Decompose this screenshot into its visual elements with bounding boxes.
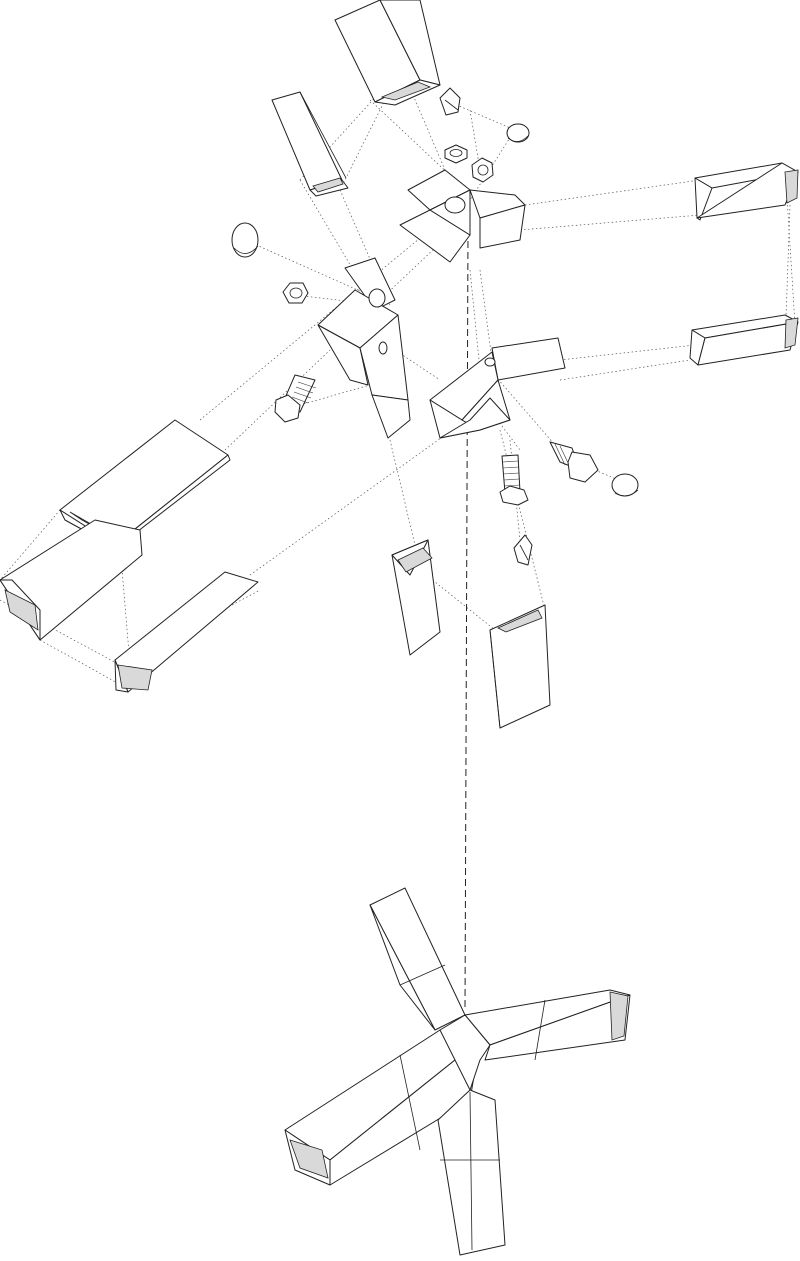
square-tube-center-short xyxy=(391,539,441,656)
end-cap-right xyxy=(611,473,639,497)
square-tube-top xyxy=(334,0,441,106)
square-tube-right-lower xyxy=(689,314,799,366)
hex-nut-top-right xyxy=(471,157,494,183)
assembly-axis-line xyxy=(464,229,469,1011)
hex-nut-top-left xyxy=(444,144,468,164)
square-tube-right-mid xyxy=(489,604,551,729)
square-tube-upper-left xyxy=(271,91,349,197)
node-bracket-top xyxy=(399,169,526,263)
hex-nut-left xyxy=(282,282,309,304)
square-tube-left-short xyxy=(114,571,259,693)
assembled-joint[interactable] xyxy=(284,887,631,1256)
hex-bolt-right xyxy=(549,441,599,483)
hex-bolt-left xyxy=(274,374,317,423)
square-tube-right-upper xyxy=(694,162,799,221)
node-bracket-center xyxy=(317,257,411,439)
square-tube-left-mid xyxy=(0,519,143,641)
node-bracket-right xyxy=(429,337,566,439)
hex-bolt-vertical xyxy=(499,454,529,506)
end-cap-top xyxy=(439,87,461,116)
end-cap-left xyxy=(231,222,259,258)
end-cap-bottom xyxy=(513,534,533,566)
end-cap-top-right xyxy=(506,123,530,143)
